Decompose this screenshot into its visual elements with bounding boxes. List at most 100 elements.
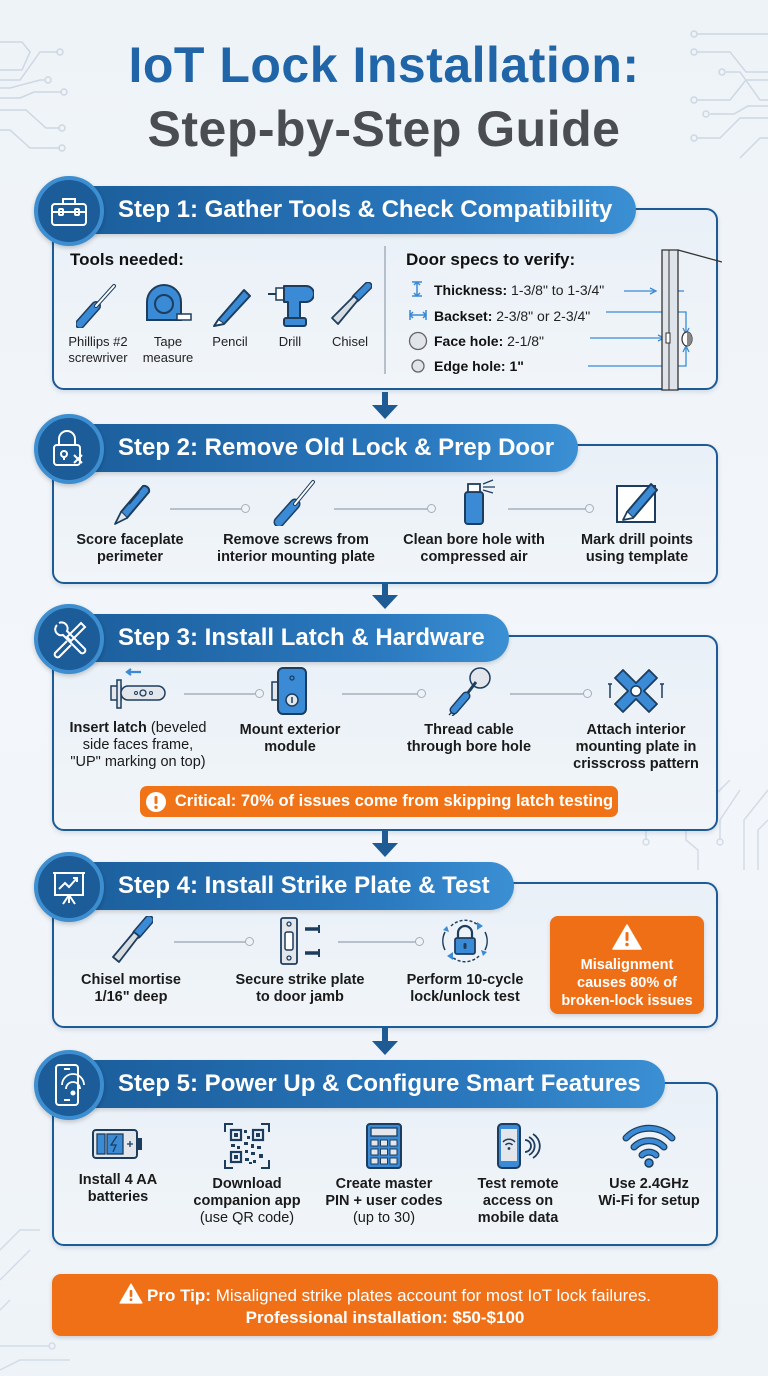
tool-label: measure [142,350,194,365]
battery-icon [92,1129,142,1159]
pencil-icon [213,289,251,327]
warning-triangle-icon [612,924,642,950]
tool-label: screwriver [68,350,128,365]
phone-signal-icon [497,1123,541,1169]
strike-plate-icon [280,917,320,965]
tool-label: Phillips #2 [68,334,128,349]
critical-alert: Critical: 70% of issues come from skippi… [140,786,618,817]
step-2-item-clean-bore: Clean bore hole with compressed air [388,478,560,566]
step-3-item-insert-latch: Insert latch (beveled side faces frame, … [56,666,220,771]
horizontal-measure-icon [408,310,428,320]
step-5-item-wifi: Use 2.4GHz Wi-Fi for setup [582,1122,716,1210]
step-4-section: Step 4: Install Strike Plate & Test Chis… [34,852,718,1032]
chisel-icon [331,282,372,325]
chisel-icon [112,916,153,963]
tool-chisel: Chisel [320,282,380,350]
cable-icon [448,667,491,716]
tool-screwdriver: Phillips #2 screwriver [60,282,136,366]
step-connector [334,504,436,513]
pro-tip-line-2: Professional installation: $50-$100 [245,1308,525,1327]
drill-icon [268,285,314,327]
tools-cross-icon [34,604,104,674]
toolbox-icon [34,176,104,246]
door-diagram [588,249,722,391]
tape-measure-icon [146,284,192,321]
vertical-measure-icon [412,280,422,298]
latch-icon [110,668,166,709]
step-5-section: Step 5: Power Up & Configure Smart Featu… [34,1050,718,1250]
spec-thickness: Thickness: 1-3/8" to 1-3/4" [408,280,604,298]
step-4-item-strike-plate: Secure strike plate to door jamb [218,916,382,1006]
section-divider [384,246,386,374]
step-connector [184,689,264,698]
step-4-item-chisel-mortise: Chisel mortise 1/16" deep [64,916,198,1006]
step-connector [170,504,250,513]
spec-backset: Backset: 2-3/8" or 2-3/4" [408,306,590,324]
tool-label: Tape [153,334,183,349]
tool-label: Chisel [331,334,369,349]
step-5-item-test-remote: Test remote access on mobile data [456,1122,580,1227]
pro-tip-label: Pro Tip: [147,1286,211,1305]
keypad-icon [366,1123,402,1169]
lock-remove-icon [34,414,104,484]
step-3-item-mount-exterior: Mount exterior module [232,666,348,756]
step-2-item-score: Score faceplate perimeter [56,478,204,566]
small-circle-icon [411,359,425,373]
arrow-down-icon [372,392,398,419]
tool-pencil: Pencil [202,282,258,350]
utility-knife-icon [114,484,151,525]
step-3-item-thread-cable: Thread cable through bore hole [394,666,544,756]
step-1-title: Step 1: Gather Tools & Check Compatibili… [48,186,637,234]
pencil-template-icon [616,483,658,523]
large-circle-icon [408,331,428,351]
specs-heading: Door specs to verify: [406,250,576,269]
qr-code-icon [224,1123,270,1169]
step-3-section: Step 3: Install Latch & Hardware Insert … [34,604,718,832]
step-connector [510,689,592,698]
arrow-down-icon [372,1028,398,1055]
step-5-item-download-app: Download companion app (use QR code) [182,1122,312,1227]
step-4-title: Step 4: Install Strike Plate & Test [48,862,514,910]
spray-can-icon [464,479,495,525]
presentation-chart-icon [34,852,104,922]
step-2-section: Step 2: Remove Old Lock & Prep Door Scor… [34,414,718,594]
step-3-title: Step 3: Install Latch & Hardware [48,614,509,662]
step-5-title: Step 5: Power Up & Configure Smart Featu… [48,1060,665,1108]
step-connector [508,504,594,513]
tool-label: Drill [278,334,302,349]
page-subtitle: Step-by-Step Guide [147,101,621,157]
step-1-section: Step 1: Gather Tools & Check Compatibili… [34,176,722,396]
wifi-icon [622,1124,676,1168]
pro-tip-text: Misaligned strike plates account for mos… [210,1286,651,1305]
spec-edge-hole: Edge hole: 1" [408,357,524,375]
step-4-item-cycle-test: Perform 10-cycle lock/unlock test [388,916,542,1006]
warning-triangle-icon [119,1283,143,1304]
exclamation-circle-icon [145,791,166,812]
screwdriver-icon [76,284,116,328]
phone-wifi-icon [34,1050,104,1120]
step-2-item-mark-drill: Mark drill points using template [562,478,712,566]
pro-tip-line-1: Pro Tip: Misaligned strike plates accoun… [52,1283,718,1307]
step-connector [342,689,426,698]
step-2-title: Step 2: Remove Old Lock & Prep Door [48,424,579,472]
spec-face-hole: Face hole: 2-1/8" [408,331,544,351]
misalignment-warning: Misalignment causes 80% of broken-lock i… [550,916,704,1014]
arrow-down-icon [372,830,398,857]
tool-label: Pencil [212,334,248,349]
tool-drill: Drill [260,282,320,350]
exterior-module-icon [271,667,307,715]
step-connector [338,937,424,946]
step-2-item-remove-screws: Remove screws from interior mounting pla… [206,478,386,566]
screwdriver-icon [273,480,315,526]
step-5-item-batteries: Install 4 AA batteries [58,1122,178,1206]
tools-heading: Tools needed: [70,250,184,269]
tool-tape-measure: Tape measure [136,282,200,366]
step-5-item-create-pin: Create master PIN + user codes (up to 30… [314,1122,454,1227]
page-title: IoT Lock Installation: [128,37,640,93]
lock-cycle-icon [442,919,488,963]
arrow-down-icon [372,582,398,609]
step-3-item-attach-plate: Attach interior mounting plate in crissc… [558,666,714,773]
mounting-plate-icon [608,669,664,713]
pro-tip-banner: Pro Tip: Misaligned strike plates accoun… [52,1274,718,1336]
step-connector [174,937,254,946]
